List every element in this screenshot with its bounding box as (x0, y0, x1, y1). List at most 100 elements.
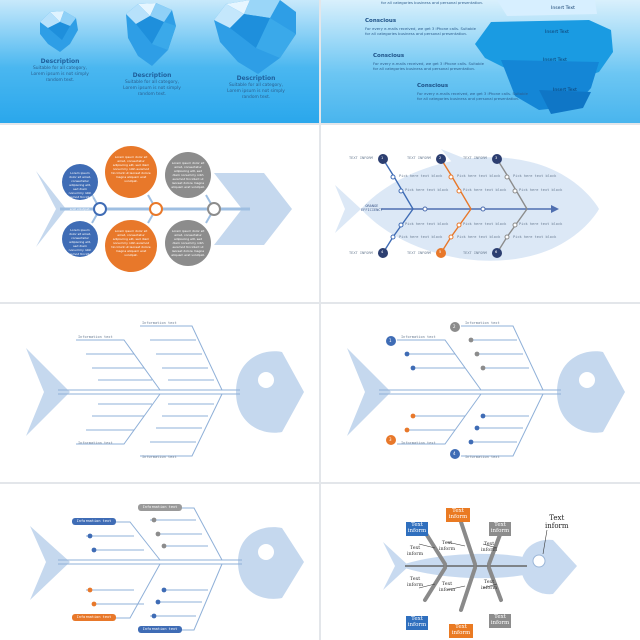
label-line: Text (483, 542, 495, 547)
fish-tail (26, 348, 70, 436)
circle-text-2: Lorem ipsum dolor sit amet, consectetur … (66, 228, 94, 268)
fish-tail (383, 542, 409, 590)
body-line: Lorem ipsum is not simply (31, 72, 89, 77)
branch-text: Pick here text block (399, 174, 443, 178)
conscious-heading-1: Conscious (365, 18, 397, 24)
node-number-2: 2 (439, 156, 442, 160)
slide-iceberg-insert[interactable]: for all categories business and personal… (321, 0, 640, 123)
branch-text: Pick here text block (519, 188, 563, 192)
bottom-label-3: TEXT INFORM (463, 251, 487, 255)
description-body-1: Suitable for all category, Lorem ipsum i… (28, 66, 92, 84)
circle-text-5: Lorem ipsum dolor sit amet, consectetur … (171, 161, 205, 189)
branch-text: Pick here text block (399, 235, 443, 239)
description-body-3: Suitable for all category, Lorem ipsum i… (224, 83, 288, 101)
slide-fish-skeleton-plain[interactable]: Information text Information text Inform… (0, 304, 319, 482)
box-line: inform (490, 528, 510, 534)
circle-gray-top (165, 152, 211, 198)
body-line: Suitable for all category, (124, 80, 180, 85)
description-body-2: Suitable for all category, Lorem ipsum i… (120, 80, 184, 98)
body-line: For every e-mails received, we get 3 iPh… (417, 91, 528, 96)
branch-text: Pick here text block (457, 174, 501, 178)
bottom-label-1: TEXT INFORM (349, 251, 373, 255)
fish-head (557, 351, 625, 433)
insert-text-2: Insert Text (545, 30, 569, 35)
body-line: For every e-mails received, we get 3 iPh… (365, 26, 476, 31)
number-1: 1 (389, 338, 392, 343)
circle-gray-bottom (165, 220, 211, 266)
branch-text: Pick here text block (463, 188, 507, 192)
fish-eye (258, 544, 274, 560)
top-body-text: for all categories business and personal… (381, 0, 484, 5)
slide-iceberg-descriptions[interactable]: Description Suitable for all category, L… (0, 0, 319, 123)
label-line: Text (409, 546, 421, 551)
body-line: for all categories business and personal… (365, 31, 468, 36)
iceberg-illustrations (40, 0, 296, 74)
body-line: for all categories business and personal… (417, 96, 520, 101)
circle-text-3: Lorem ipsum dolor sit amet, consectetur … (111, 155, 151, 183)
body-line: Suitable for all category, (32, 66, 88, 71)
conscious-body-2: For every e-mails received, we get 3 iPh… (373, 61, 484, 71)
body-line: random text. (137, 92, 167, 97)
slide-fish-skeleton-dots[interactable]: 1 2 3 4 Information text Information tex… (321, 304, 640, 482)
info-tag-orange: Information text (72, 614, 116, 621)
branch-text: Pick here text block (457, 235, 501, 239)
box-line: Text (411, 522, 423, 528)
insert-text-1: Insert Text (551, 6, 575, 11)
body-line: random text. (241, 95, 271, 100)
bottom-label-2: TEXT INFORM (407, 251, 431, 255)
label-line: Text (441, 541, 453, 546)
body-line: random text. (45, 78, 75, 83)
slide-fishbone-numbered[interactable]: TEXT INFORM TEXT INFORM TEXT INFORM TEXT… (321, 125, 640, 302)
branch-text: Pick here text block (513, 174, 557, 178)
label-line: Text (409, 577, 421, 582)
circle-orange-bottom (105, 220, 157, 272)
fishbone-box-diagram (383, 520, 577, 612)
circle-text-4: Lorem ipsum dolor sit amet, consectetur … (111, 229, 151, 257)
label-line: inform (481, 585, 498, 591)
fish-eye (258, 372, 274, 388)
label-line: Text (441, 582, 453, 587)
branch-text: Pick here text block (463, 222, 507, 226)
conscious-heading-3: Conscious (417, 83, 449, 89)
fish-eye (532, 554, 546, 568)
box-line: Text (411, 616, 423, 622)
top-label-1: TEXT INFORM (349, 156, 373, 160)
label-line: inform (481, 547, 498, 553)
slide-fish-circles[interactable]: Lorem ipsum dolor sit amet, consectetur … (0, 125, 319, 302)
fish-head (238, 527, 304, 599)
node-3 (207, 202, 221, 216)
label-line: inform (407, 582, 424, 588)
fish-eye (579, 372, 595, 388)
number-3: 3 (389, 437, 392, 442)
box-line: inform (407, 622, 427, 628)
bullet-dots (386, 322, 486, 459)
circle-text-6: Lorem ipsum dolor sit amet, consectetur … (171, 229, 205, 257)
branch-text: Pick here text block (513, 235, 557, 239)
body-line: Lorem ipsum is not simply (227, 89, 285, 94)
info-tag-gray: Information text (138, 504, 182, 511)
info-label-bottom-right: Information text (465, 455, 500, 459)
node-number-6: 6 (495, 250, 498, 254)
label-line: Text (483, 580, 495, 585)
description-heading-3: Description (236, 75, 276, 82)
conscious-heading-2: Conscious (373, 53, 405, 59)
fish-tail (30, 526, 70, 600)
bullet-dots (87, 517, 167, 619)
arrow-head (214, 173, 292, 245)
head-line: inform (545, 522, 569, 530)
box-line: Text (452, 508, 464, 514)
slide-fish-skeleton-tags[interactable]: Information text Information text Inform… (0, 484, 319, 640)
body-line: for all categories business and personal… (373, 66, 476, 71)
box-line: Text (494, 522, 506, 528)
center-label: ORANGE EFFICIENCY (361, 204, 383, 212)
box-line: inform (448, 514, 468, 520)
